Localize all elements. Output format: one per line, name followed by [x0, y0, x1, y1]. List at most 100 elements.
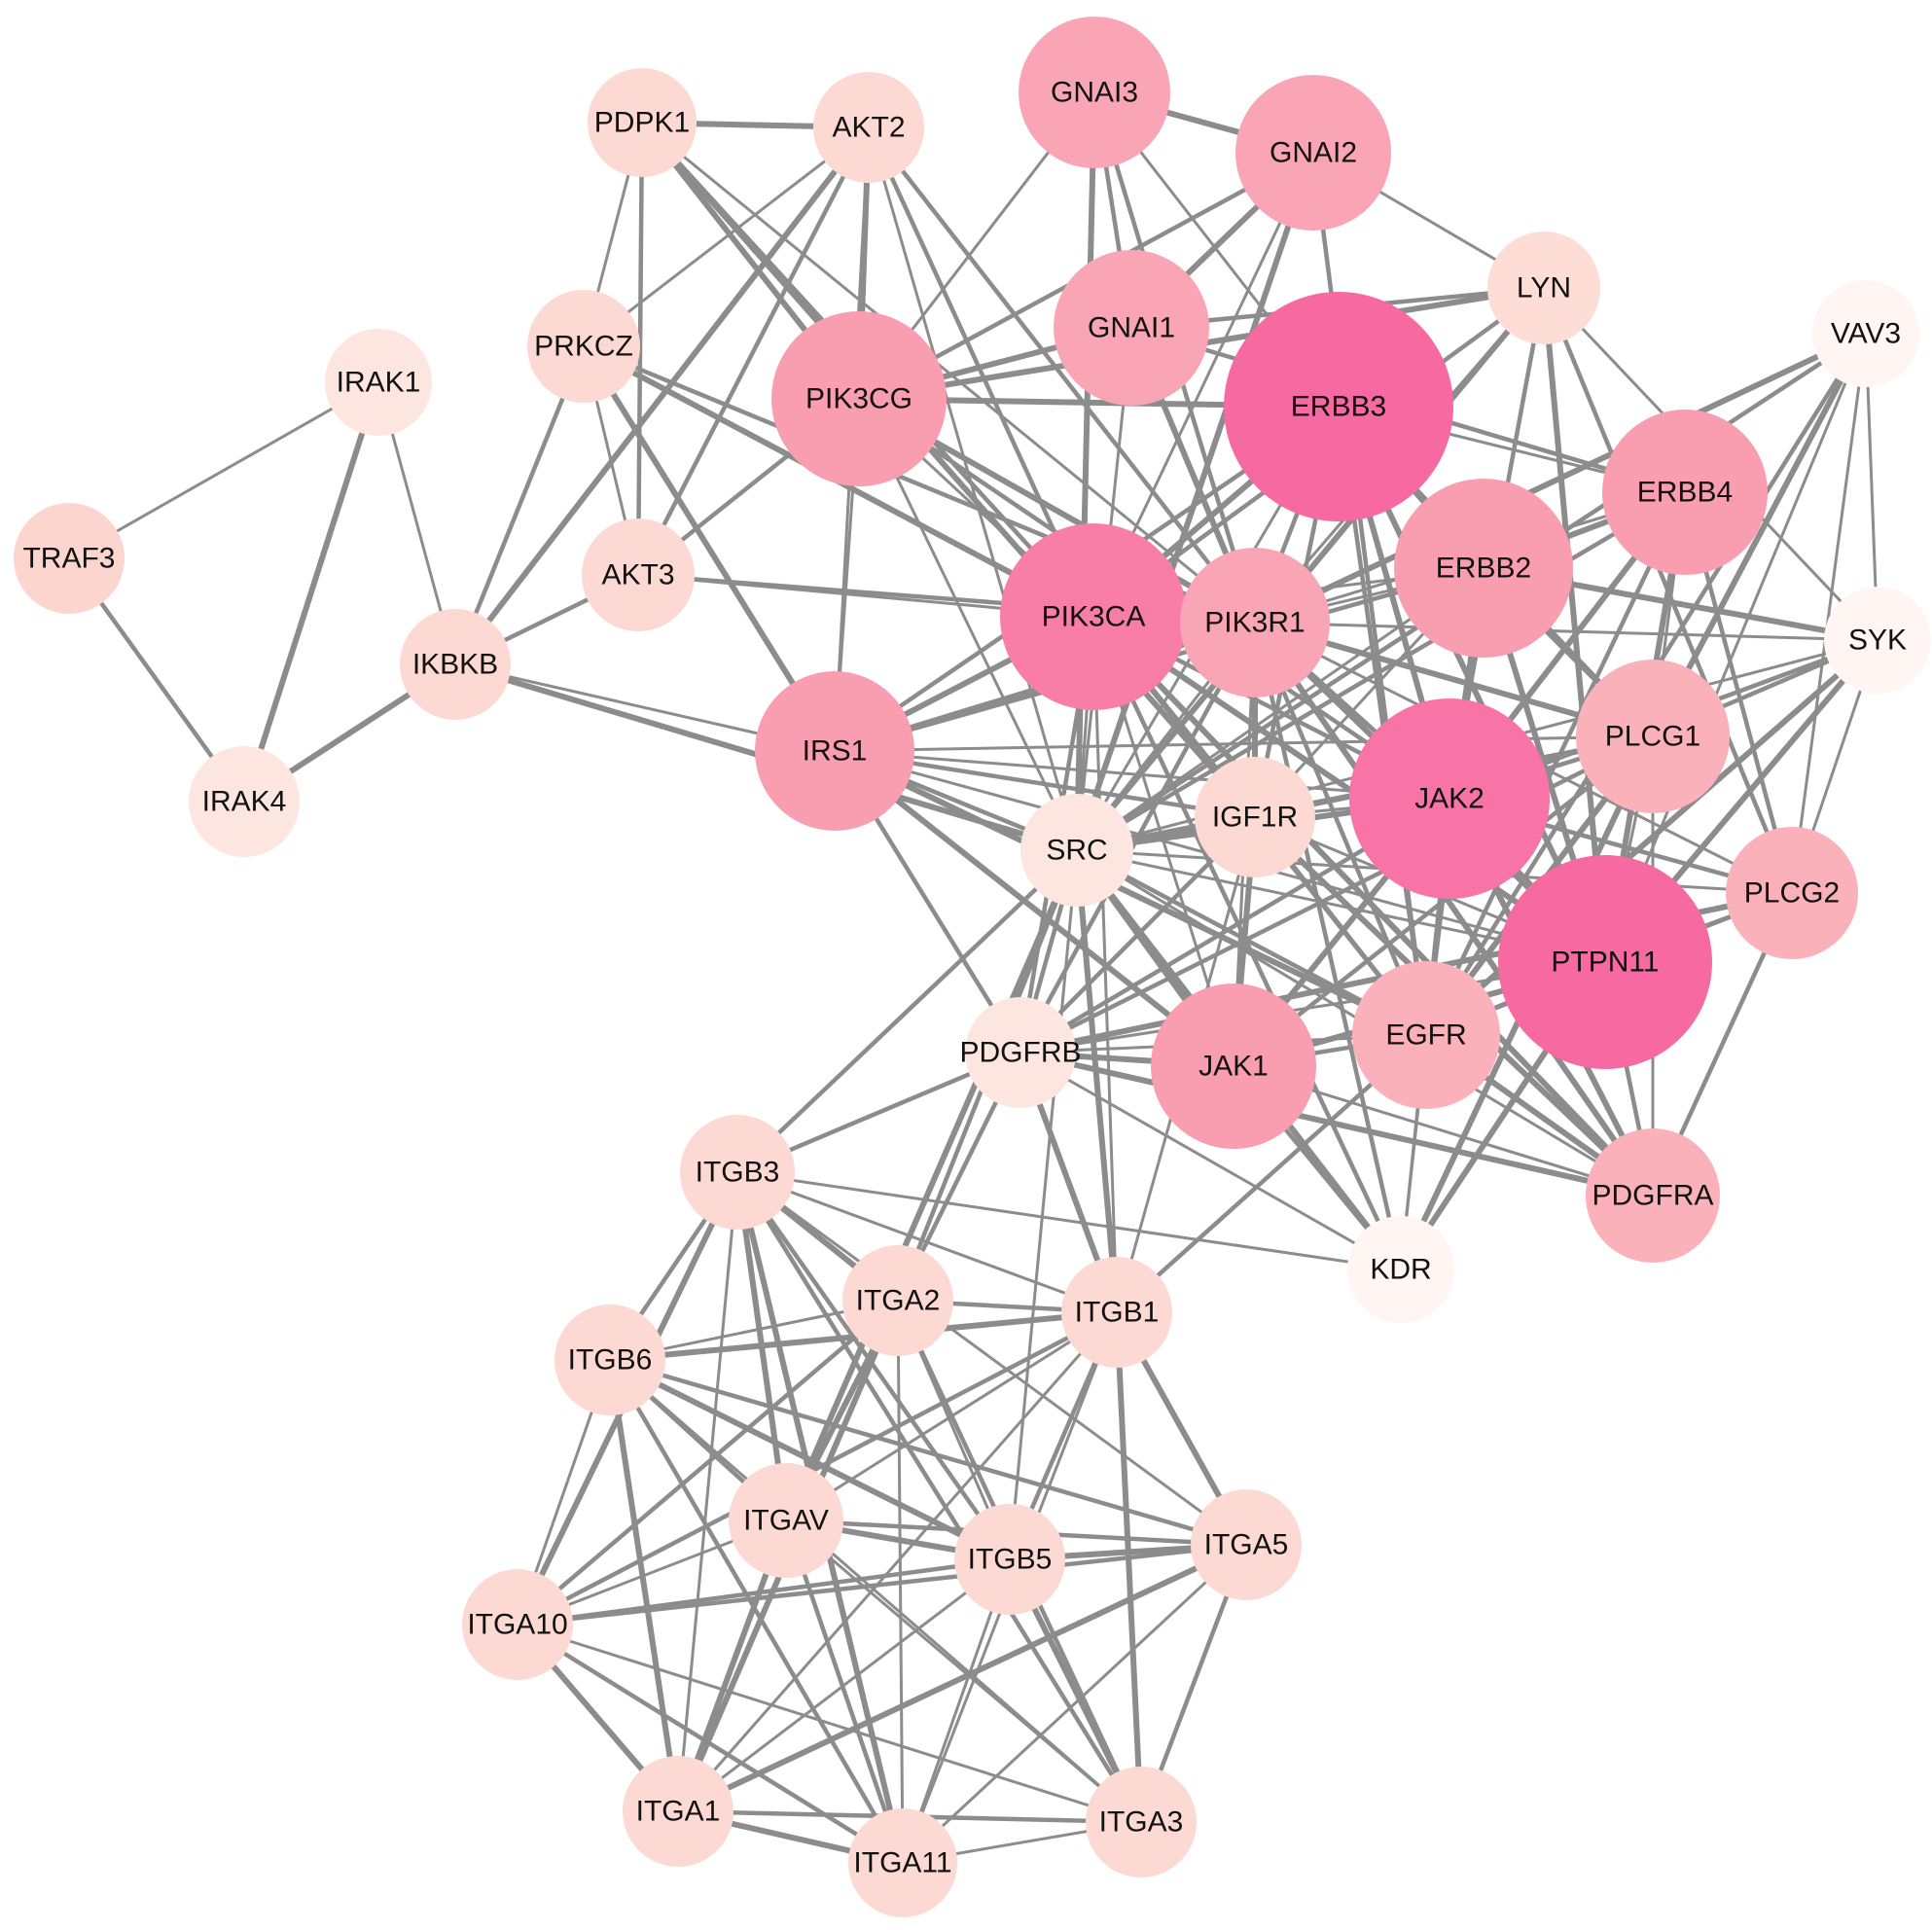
- node-label: GNAI3: [1051, 77, 1138, 109]
- node-vav3[interactable]: VAV3: [1812, 280, 1919, 387]
- node-pdgfrb[interactable]: PDGFRB: [959, 997, 1082, 1108]
- node-itga2[interactable]: ITGA2: [842, 1245, 953, 1356]
- edge-vav3-plcg2: [1790, 332, 1868, 895]
- node-label: JAK2: [1414, 783, 1485, 815]
- node-irak1[interactable]: IRAK1: [325, 329, 432, 436]
- edge-itgb1-itga10: [515, 1309, 1120, 1627]
- node-lyn[interactable]: LYN: [1487, 232, 1600, 344]
- node-circle: [813, 72, 924, 183]
- node-erbb4[interactable]: ERBB4: [1602, 410, 1768, 575]
- node-kdr[interactable]: KDR: [1347, 1216, 1454, 1323]
- edge-itgb3-itgb1: [735, 1170, 1119, 1314]
- node-circle: [1349, 698, 1550, 899]
- node-plcg2[interactable]: PLCG2: [1726, 827, 1858, 959]
- node-jak2[interactable]: JAK2: [1349, 698, 1550, 899]
- edge-erbb4-egfr: [1423, 489, 1688, 1038]
- edge-prkcz-ikbkb: [452, 343, 587, 667]
- node-label: TRAF3: [22, 543, 115, 575]
- node-itgav[interactable]: ITGAV: [729, 1463, 843, 1578]
- edge-src-itgb1: [1074, 847, 1120, 1315]
- node-gnai1[interactable]: GNAI1: [1054, 250, 1209, 406]
- node-itga10[interactable]: ITGA10: [462, 1569, 573, 1680]
- node-label: PIK3CG: [805, 383, 912, 415]
- node-circle: [14, 503, 125, 614]
- edge-akt2-src: [867, 125, 1079, 852]
- edge-itgb1-itga1: [676, 1310, 1119, 1813]
- node-label: PIK3R1: [1204, 607, 1305, 639]
- edge-itga5-itga11: [901, 1543, 1248, 1865]
- node-label: ITGA1: [636, 1796, 721, 1828]
- node-akt2[interactable]: AKT2: [813, 72, 924, 183]
- node-itgb5[interactable]: ITGB5: [954, 1504, 1065, 1615]
- node-syk[interactable]: SYK: [1824, 587, 1931, 694]
- node-pdpk1[interactable]: PDPK1: [588, 68, 697, 177]
- node-label: PDGFRB: [959, 1037, 1081, 1069]
- node-gnai2[interactable]: GNAI2: [1235, 75, 1391, 231]
- node-egfr[interactable]: EGFR: [1352, 961, 1500, 1109]
- edge-itgb6-itga1: [607, 1357, 681, 1814]
- edge-akt2-prkcz: [582, 125, 871, 348]
- node-irs1[interactable]: IRS1: [755, 671, 914, 831]
- node-circle: [1576, 660, 1730, 813]
- node-label: SYK: [1848, 625, 1907, 657]
- node-label: ITGA2: [856, 1285, 941, 1317]
- node-label: ITGA10: [467, 1609, 567, 1641]
- edge-irak1-irak4: [241, 379, 381, 804]
- edge-pdgfrb-pdgfra: [1018, 1050, 1656, 1198]
- node-label: PLCG2: [1744, 877, 1840, 910]
- node-pik3cg[interactable]: PIK3CG: [771, 311, 947, 486]
- node-irak4[interactable]: IRAK4: [189, 746, 300, 857]
- node-traf3[interactable]: TRAF3: [14, 503, 125, 614]
- node-label: ITGA3: [1099, 1806, 1184, 1839]
- node-itgb6[interactable]: ITGB6: [555, 1305, 665, 1415]
- node-itgb1[interactable]: ITGB1: [1061, 1257, 1172, 1368]
- node-label: ITGAV: [743, 1505, 829, 1537]
- node-label: PLCG1: [1605, 721, 1700, 753]
- node-circle: [1151, 983, 1316, 1149]
- node-circle: [1602, 410, 1768, 575]
- edge-itga5-itga1: [675, 1542, 1249, 1814]
- node-label: VAV3: [1831, 318, 1901, 350]
- node-src[interactable]: SRC: [1020, 794, 1133, 907]
- node-erbb3[interactable]: ERBB3: [1224, 292, 1453, 521]
- node-prkcz[interactable]: PRKCZ: [527, 290, 640, 403]
- node-itgb3[interactable]: ITGB3: [680, 1115, 795, 1230]
- node-pik3r1[interactable]: PIK3R1: [1180, 548, 1330, 697]
- node-circle: [842, 1245, 953, 1356]
- node-label: LYN: [1517, 272, 1571, 304]
- node-label: AKT3: [601, 559, 674, 591]
- node-circle: [582, 518, 695, 631]
- node-ikbkb[interactable]: IKBKB: [400, 609, 511, 720]
- node-label: ERBB2: [1436, 553, 1531, 585]
- edge-src-itgb5: [1008, 848, 1079, 1561]
- node-itga1[interactable]: ITGA1: [623, 1756, 733, 1867]
- edge-gnai3-src: [1074, 89, 1097, 853]
- node-pik3ca[interactable]: PIK3CA: [1000, 523, 1187, 710]
- node-ptpn11[interactable]: PTPN11: [1498, 855, 1712, 1069]
- node-erbb2[interactable]: ERBB2: [1394, 479, 1573, 658]
- edge-itga5-itga10: [515, 1542, 1249, 1627]
- edge-itgb3-itgb5: [734, 1169, 1013, 1562]
- node-label: SRC: [1046, 835, 1107, 867]
- node-circle: [1054, 250, 1209, 406]
- node-itga11[interactable]: ITGA11: [848, 1808, 957, 1917]
- node-circle: [1812, 280, 1919, 387]
- node-igf1r[interactable]: IGF1R: [1195, 757, 1315, 877]
- node-plcg1[interactable]: PLCG1: [1576, 660, 1730, 813]
- node-gnai3[interactable]: GNAI3: [1019, 17, 1170, 168]
- node-jak1[interactable]: JAK1: [1151, 983, 1316, 1149]
- edge-itga10-itga11: [515, 1622, 906, 1866]
- node-circle: [1235, 75, 1391, 231]
- node-circle: [1352, 961, 1500, 1109]
- node-pdgfra[interactable]: PDGFRA: [1586, 1128, 1720, 1263]
- node-akt3[interactable]: AKT3: [582, 518, 695, 631]
- node-itga3[interactable]: ITGA3: [1086, 1767, 1197, 1877]
- edge-vav3-ptpn11: [1603, 332, 1868, 964]
- node-label: IRAK4: [202, 786, 287, 818]
- edge-plcg1-jak1: [1231, 733, 1656, 1069]
- edge-itga10-itga3: [516, 1623, 1143, 1824]
- edge-akt2-pik3r1: [866, 125, 1258, 625]
- node-label: ERBB4: [1637, 477, 1733, 509]
- node-label: JAK1: [1199, 1051, 1269, 1083]
- node-itga5[interactable]: ITGA5: [1191, 1489, 1302, 1600]
